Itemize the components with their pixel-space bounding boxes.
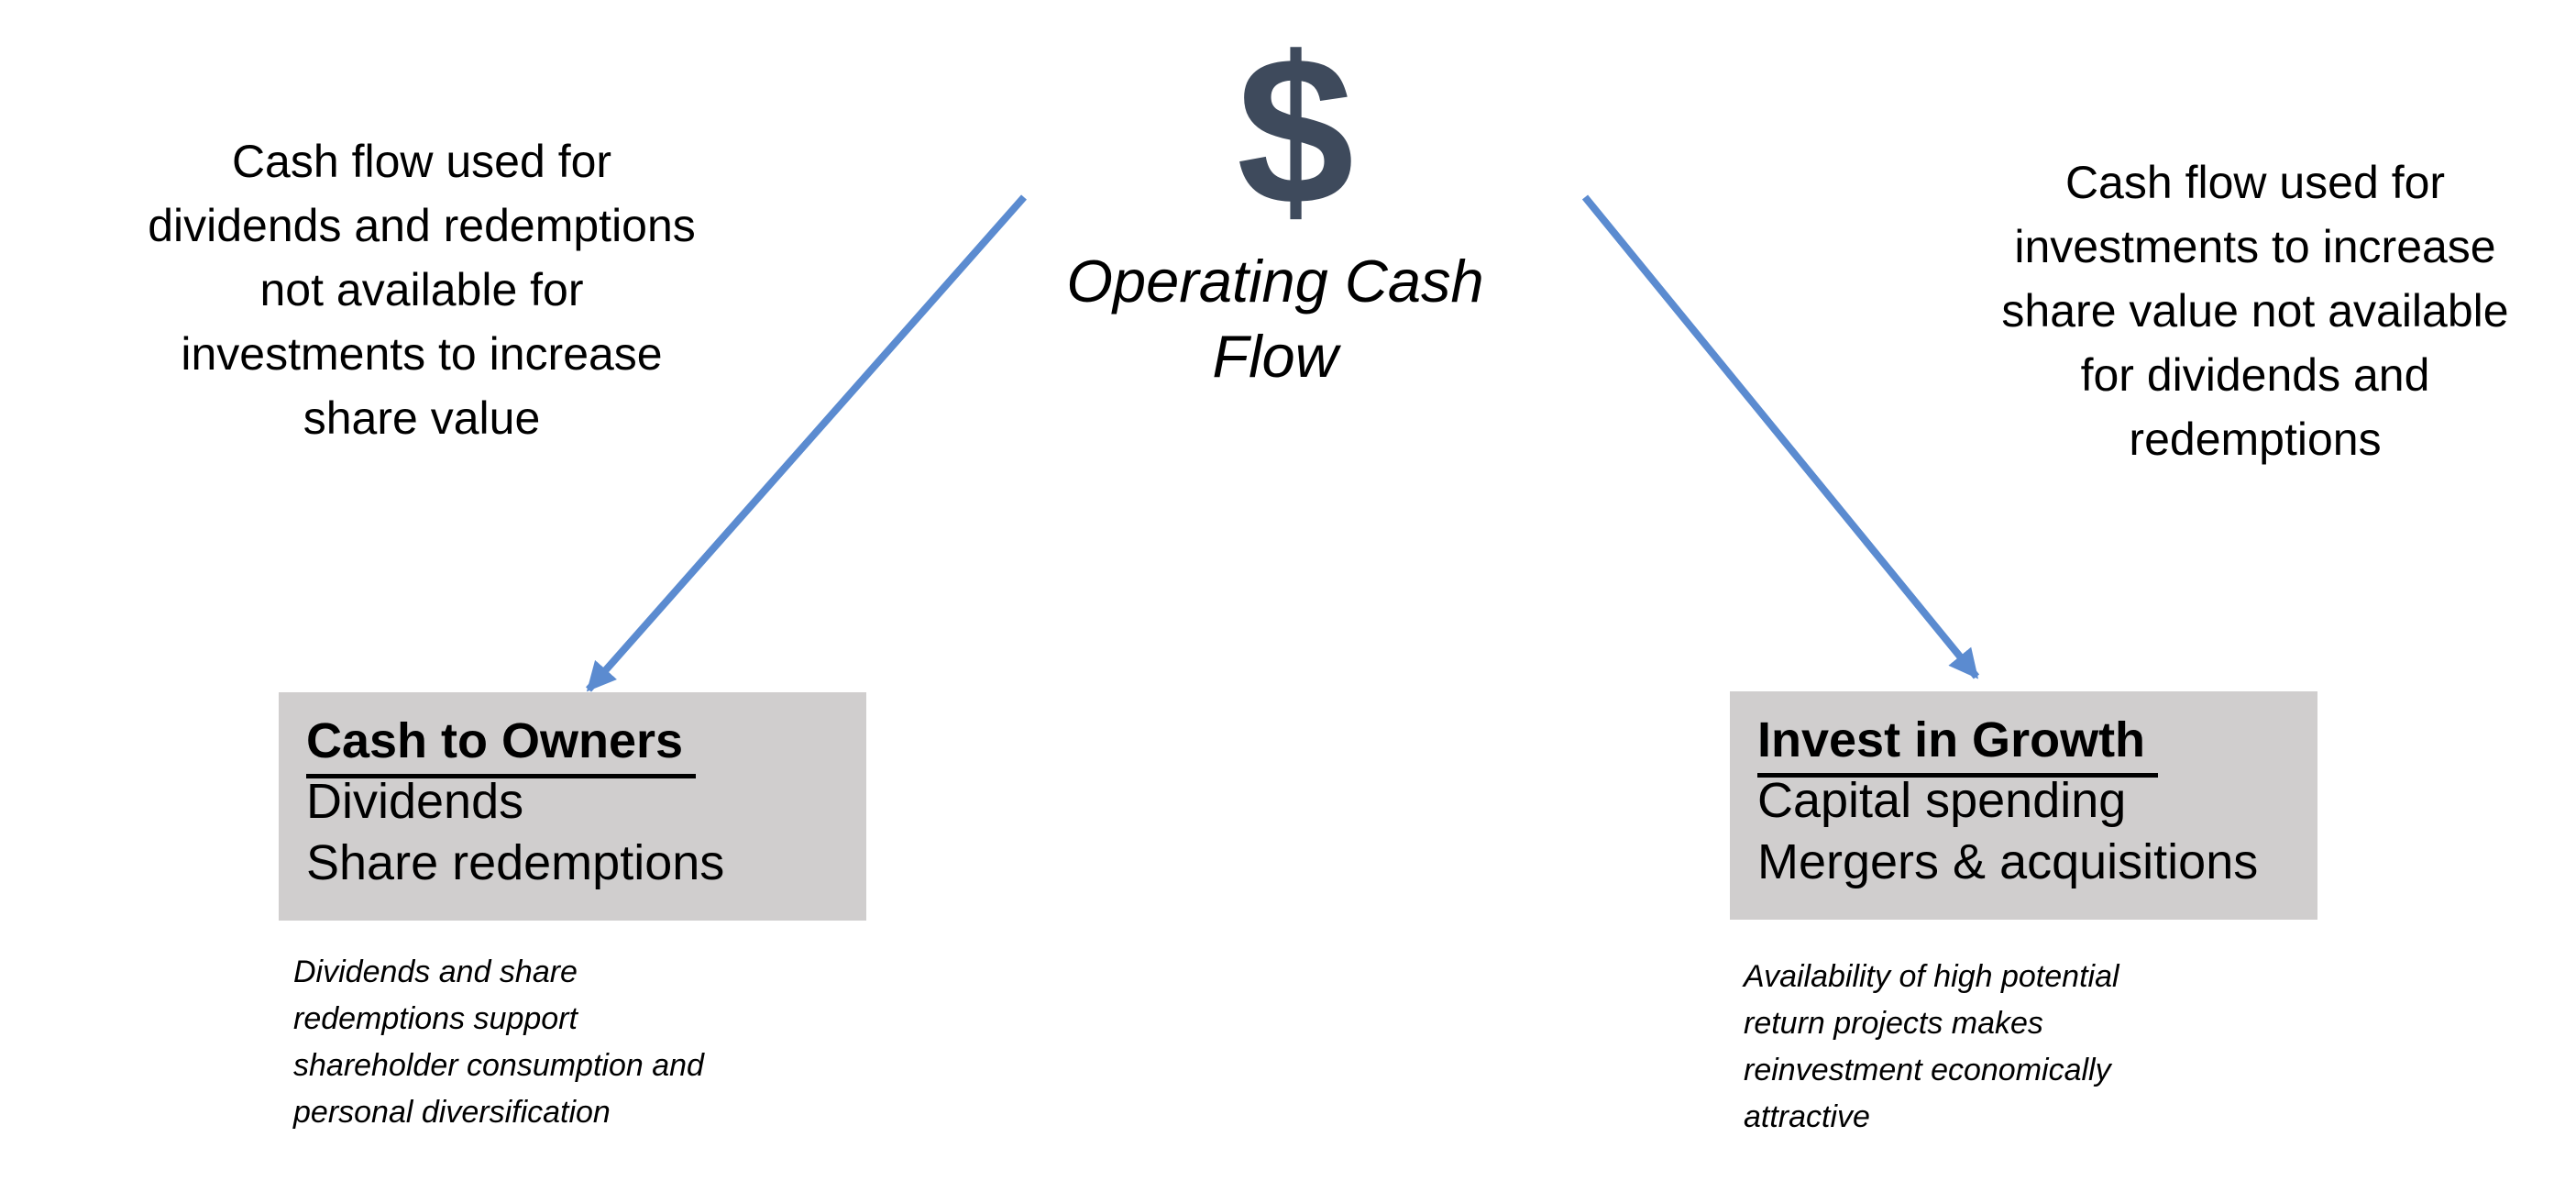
annotation-line: investments to increase bbox=[2014, 221, 2496, 272]
right-annotation: Cash flow used for investments to increa… bbox=[1962, 150, 2548, 471]
annotation-line: Cash flow used for bbox=[231, 136, 612, 187]
footnote-line: personal diversification bbox=[293, 1095, 611, 1130]
annotation-line: Cash flow used for bbox=[2064, 157, 2446, 208]
box-item: Dividends bbox=[306, 774, 524, 829]
cash-to-owners-box: Cash to Owners Dividends Share redemptio… bbox=[279, 692, 866, 921]
footnote-line: reinvestment economically bbox=[1744, 1053, 2111, 1087]
box-title: Cash to Owners bbox=[306, 711, 848, 778]
annotation-line: share value bbox=[303, 392, 541, 444]
box-title: Invest in Growth bbox=[1757, 710, 2299, 778]
box-title-text: Cash to Owners bbox=[306, 713, 697, 778]
footnote-line: redemptions support bbox=[293, 1001, 578, 1036]
box-item: Share redemptions bbox=[306, 835, 725, 890]
left-annotation: Cash flow used for dividends and redempt… bbox=[119, 129, 724, 450]
box-item: Capital spending bbox=[1757, 773, 2127, 828]
box-title-text: Invest in Growth bbox=[1757, 712, 2159, 778]
dollar-sign-icon: $ bbox=[1237, 13, 1354, 248]
operating-cash-flow-label: Operating Cash Flow bbox=[1066, 248, 1484, 390]
annotation-line: for dividends and bbox=[2080, 349, 2430, 401]
footnote-line: return projects makes bbox=[1744, 1006, 2043, 1041]
annotation-line: share value not available bbox=[2001, 285, 2509, 337]
left-footnote: Dividends and share redemptions support … bbox=[293, 949, 862, 1136]
annotation-line: redemptions bbox=[2129, 414, 2382, 465]
footnote-line: shareholder consumption and bbox=[293, 1048, 704, 1083]
footnote-line: attractive bbox=[1744, 1099, 1870, 1134]
annotation-line: not available for bbox=[259, 264, 584, 315]
right-footnote: Availability of high potential return pr… bbox=[1744, 954, 2330, 1141]
arrow-to-growth bbox=[1581, 194, 1980, 679]
footnote-line: Availability of high potential bbox=[1744, 959, 2119, 994]
annotation-line: dividends and redemptions bbox=[148, 200, 696, 251]
invest-in-growth-box: Invest in Growth Capital spending Merger… bbox=[1730, 691, 2317, 920]
annotation-line: investments to increase bbox=[181, 328, 663, 380]
box-item: Mergers & acquisitions bbox=[1757, 834, 2259, 889]
footnote-line: Dividends and share bbox=[293, 955, 578, 989]
